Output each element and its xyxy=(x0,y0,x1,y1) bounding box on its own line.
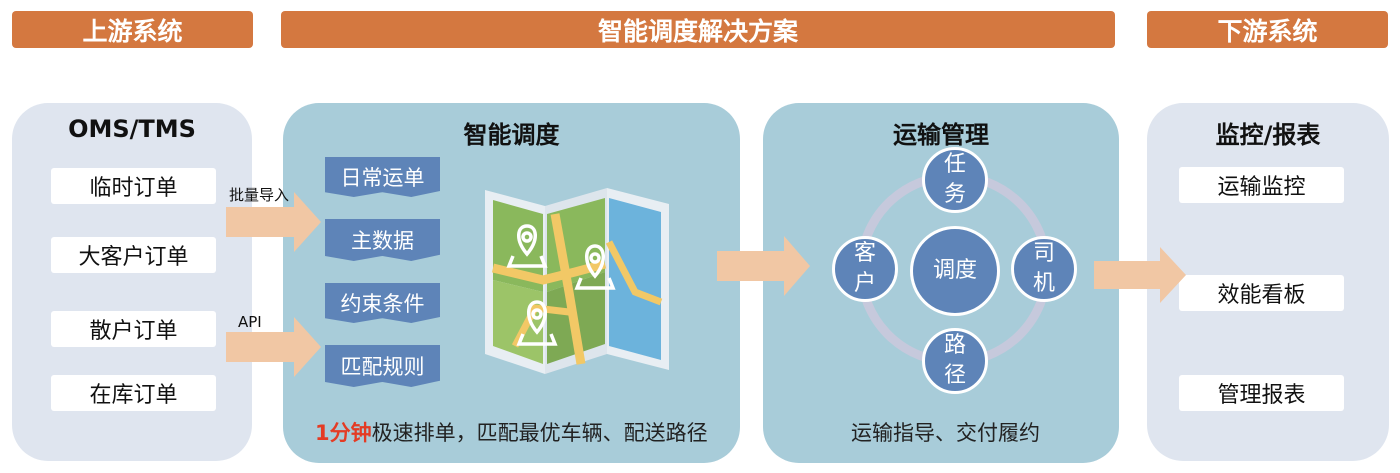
order-item-in-stock: 在库订单 xyxy=(51,375,216,411)
node-task: 任 务 xyxy=(922,147,988,213)
node-customer-label-1: 客 xyxy=(853,241,876,266)
header-downstream: 下游系统 xyxy=(1147,11,1388,48)
location-pin-icon xyxy=(574,244,616,290)
caption-highlight: 1分钟 xyxy=(315,421,372,445)
tag-master-data: 主数据 xyxy=(325,219,440,261)
node-dispatch-label: 调度 xyxy=(932,258,977,283)
node-customer-label-2: 户 xyxy=(853,271,876,296)
tag-matching-rules-label: 匹配规则 xyxy=(340,355,425,379)
downstream-item-dashboard: 效能看板 xyxy=(1179,275,1344,311)
node-route-label-2: 径 xyxy=(943,363,966,388)
order-item-temporary: 临时订单 xyxy=(51,168,216,204)
order-item-major-client: 大客户订单 xyxy=(51,237,216,273)
downstream-item-report: 管理报表 xyxy=(1179,375,1344,411)
node-dispatch: 调度 xyxy=(910,226,1000,316)
folded-map-icon xyxy=(485,188,669,374)
node-task-label-2: 务 xyxy=(943,182,966,207)
node-driver-label-1: 司 xyxy=(1032,241,1055,266)
arrow-dispatch-to-transport xyxy=(717,236,810,296)
dispatch-caption: 1分钟极速排单，匹配最优车辆、配送路径 xyxy=(315,417,708,447)
header-solution: 智能调度解决方案 xyxy=(281,11,1115,48)
downstream-title: 监控/报表 xyxy=(1215,121,1321,149)
label-batch-import: 批量导入 xyxy=(229,186,290,204)
downstream-item-monitor: 运输监控 xyxy=(1179,167,1344,203)
node-route: 路 径 xyxy=(922,328,988,394)
order-item-retail: 散户订单 xyxy=(51,311,216,347)
location-pin-icon xyxy=(506,224,548,268)
tag-daily-waybill-label: 日常运单 xyxy=(340,166,425,190)
location-pin-icon xyxy=(516,300,558,346)
caption-rest: 极速排单，匹配最优车辆、配送路径 xyxy=(371,421,708,445)
arrow-api xyxy=(226,317,321,377)
tag-matching-rules: 匹配规则 xyxy=(325,345,440,387)
header-upstream: 上游系统 xyxy=(12,11,253,48)
tag-constraints-label: 约束条件 xyxy=(340,292,425,316)
node-customer: 客 户 xyxy=(832,236,898,302)
arrow-batch-import xyxy=(226,192,321,252)
arrow-transport-to-downstream xyxy=(1094,247,1186,303)
transport-caption: 运输指导、交付履约 xyxy=(851,421,1040,445)
upstream-title: OMS/TMS xyxy=(68,115,196,143)
node-driver-label-2: 机 xyxy=(1032,271,1055,296)
node-driver: 司 机 xyxy=(1011,236,1077,302)
dispatch-title: 智能调度 xyxy=(463,121,560,149)
tag-constraints: 约束条件 xyxy=(325,283,440,323)
tag-master-data-label: 主数据 xyxy=(351,229,414,253)
node-task-label-1: 任 xyxy=(943,152,966,177)
tag-daily-waybill: 日常运单 xyxy=(325,157,440,197)
transport-title: 运输管理 xyxy=(893,121,989,149)
label-api: API xyxy=(238,313,262,331)
node-route-label-1: 路 xyxy=(943,333,966,358)
